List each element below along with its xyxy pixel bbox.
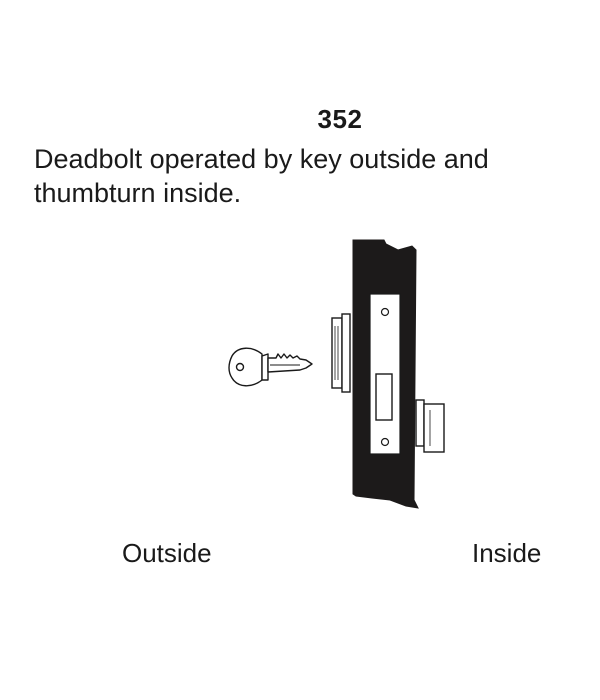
inside-label: Inside <box>472 538 542 568</box>
faceplate-icon <box>369 293 401 455</box>
function-description: Deadbolt operated by key outside and thu… <box>34 144 489 208</box>
cylinder-icon <box>331 313 351 393</box>
outside-label: Outside <box>122 538 212 568</box>
function-number: 352 <box>317 104 363 134</box>
thumbturn-icon <box>415 399 445 453</box>
deadbolt-icon <box>375 373 393 421</box>
mortise-lock-diagram <box>228 239 445 509</box>
key-icon <box>228 347 313 387</box>
